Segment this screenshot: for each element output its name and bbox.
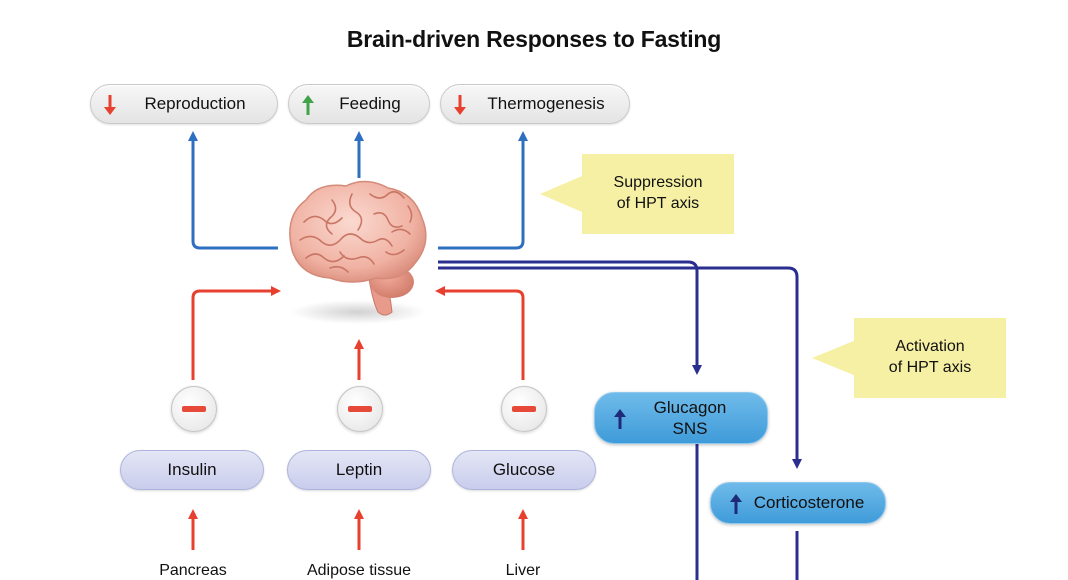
glucose-inhibition-icon — [501, 386, 547, 432]
suppression-callout-tail — [540, 176, 582, 212]
reproduction-pill: Reproduction — [90, 84, 278, 124]
reproduction-label: Reproduction — [144, 94, 246, 113]
thermogenesis-pill: Thermogenesis — [440, 84, 630, 124]
activation-callout: Activation of HPT axis — [854, 318, 1006, 398]
leptin-pill: Leptin — [287, 450, 431, 490]
down-arrow-icon — [454, 95, 466, 115]
corticosterone-pill: Corticosterone — [710, 482, 886, 524]
insulin-label: Insulin — [167, 460, 217, 479]
glucagon-label: Glucagon — [653, 397, 727, 417]
thermogenesis-label: Thermogenesis — [487, 94, 605, 113]
suppression-callout: Suppression of HPT axis — [582, 154, 734, 234]
leptin-label: Leptin — [335, 460, 383, 479]
insulin-pill: Insulin — [120, 450, 264, 490]
brain-to-thermogenesis-arrow — [438, 131, 528, 250]
down-arrow-icon — [104, 95, 116, 115]
glucagon-sns-pill: Glucagon SNS — [594, 392, 768, 444]
pancreas-label: Pancreas — [159, 562, 227, 579]
insulin-to-brain-arrow — [191, 286, 281, 380]
adipose-tissue-label: Adipose tissue — [306, 562, 412, 579]
feeding-pill: Feeding — [288, 84, 430, 124]
up-arrow-icon — [730, 494, 742, 514]
glucose-pill: Glucose — [452, 450, 596, 490]
diagram-title: Brain-driven Responses to Fasting — [346, 26, 722, 52]
corticosterone-label: Corticosterone — [753, 493, 865, 512]
glucose-label: Glucose — [492, 460, 556, 479]
brain-to-reproduction-arrow — [188, 131, 278, 250]
glucose-to-brain-arrow — [435, 286, 525, 380]
insulin-inhibition-icon — [171, 386, 217, 432]
brain-icon — [289, 180, 427, 324]
liver-label: Liver — [505, 562, 541, 579]
activation-callout-tail — [812, 340, 856, 376]
feeding-label: Feeding — [339, 94, 401, 113]
leptin-inhibition-icon — [337, 386, 383, 432]
brain-to-corticosterone-arrow — [438, 266, 802, 469]
brain-to-glucagon-arrow — [438, 260, 702, 375]
up-arrow-icon — [614, 409, 626, 429]
up-arrow-icon — [302, 95, 314, 115]
sns-label: SNS — [672, 419, 708, 438]
